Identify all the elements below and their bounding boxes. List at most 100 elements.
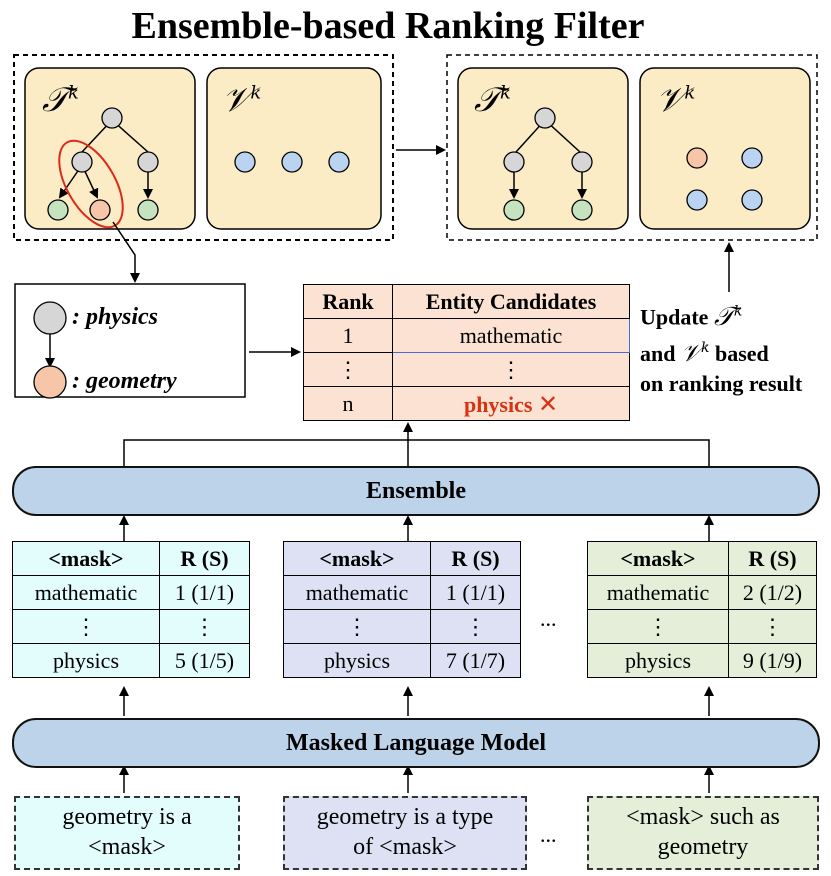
- vocab-node: [328, 151, 350, 173]
- entity-cell-rejected: physics ✕: [392, 386, 630, 421]
- score-cell: 5 (1/5): [159, 643, 250, 678]
- legend-physics-label: : physics: [72, 304, 158, 330]
- update-note: Update 𝒯k and 𝒱k based on ranking result: [640, 296, 830, 399]
- left-vocab-panel: [206, 67, 382, 230]
- right-vocab-label: 𝒱k: [656, 80, 696, 120]
- score-cell: ⋮: [430, 609, 521, 644]
- prompt-line: <mask>: [88, 834, 166, 860]
- vocab-node: [234, 151, 256, 173]
- token-cell: ⋮: [283, 609, 431, 644]
- token-cell: physics: [12, 643, 160, 678]
- vocab-node: [281, 151, 303, 173]
- prompt-line: geometry: [657, 834, 749, 860]
- right-frame: [446, 54, 818, 241]
- prompt-line: of <mask>: [353, 834, 457, 860]
- rank-table: Rank Entity Candidates 1 mathematic ⋮ ⋮ …: [303, 284, 630, 421]
- ensemble-branches: [123, 439, 710, 466]
- right-vocab-panel: [639, 67, 811, 230]
- right-taxonomy-panel: [457, 67, 629, 230]
- score-cell: ⋮: [728, 609, 817, 644]
- ellipsis-prompts: ...: [540, 822, 557, 847]
- token-cell: mathematic: [587, 575, 729, 610]
- update-vocab-symbol: 𝒱k: [680, 338, 710, 367]
- token-cell: mathematic: [283, 575, 431, 610]
- left-leaf-node: [47, 199, 69, 221]
- update-note-based: based: [714, 340, 769, 366]
- legend-orange-node: [33, 365, 67, 399]
- right-root-node: [534, 107, 556, 129]
- entity-header: Entity Candidates: [392, 284, 630, 319]
- prompt-box-1: geometry is a <mask>: [14, 796, 240, 870]
- vocab-node: [741, 189, 763, 211]
- entity-cell: mathematic: [392, 318, 630, 353]
- token-cell: physics: [283, 643, 431, 678]
- rank-cell: n: [303, 386, 393, 421]
- rs-header: R (S): [728, 541, 817, 576]
- entity-cell: ⋮: [392, 352, 630, 387]
- token-cell: physics: [587, 643, 729, 678]
- token-cell: mathematic: [12, 575, 160, 610]
- score-cell: 1 (1/1): [159, 575, 250, 610]
- right-taxonomy-label: 𝒯k: [474, 80, 511, 120]
- prompt-line: <mask> such as: [626, 804, 780, 830]
- update-taxonomy-symbol: 𝒯k: [713, 301, 743, 332]
- right-leaf-node: [571, 199, 593, 221]
- vocab-geometry-node: [686, 147, 708, 169]
- prompt-box-3: <mask> such as geometry: [587, 796, 819, 870]
- left-geometry-node: [89, 199, 111, 221]
- left-taxonomy-label: 𝒯k: [42, 80, 79, 120]
- mask-header: <mask>: [283, 541, 431, 576]
- left-frame: [13, 54, 394, 241]
- mask-header: <mask>: [587, 541, 729, 576]
- rank-header: Rank: [303, 284, 393, 319]
- prompt-line: geometry is a type: [316, 804, 494, 830]
- vocab-node: [741, 147, 763, 169]
- left-child-node: [137, 151, 159, 173]
- highlight-to-legend-arrow: [112, 221, 140, 283]
- mask-header: <mask>: [12, 541, 160, 576]
- token-cell: ⋮: [587, 609, 729, 644]
- left-leaf-node: [137, 199, 159, 221]
- token-cell: ⋮: [12, 609, 160, 644]
- table-row: ⋮ ⋮: [303, 352, 630, 387]
- left-physics-node: [71, 151, 93, 173]
- table-row: ⋮⋮: [283, 609, 521, 644]
- table-row: n physics ✕: [303, 386, 630, 421]
- update-note-line3: on ranking result: [640, 370, 803, 396]
- legend-geometry-label: : geometry: [72, 368, 177, 394]
- rejected-entity: physics: [463, 391, 533, 417]
- update-note-and: and: [640, 340, 676, 366]
- score-cell: 7 (1/7): [430, 643, 521, 678]
- reject-x-icon: ✕: [537, 389, 559, 418]
- vocab-node: [686, 189, 708, 211]
- mlm-band: Masked Language Model: [12, 718, 820, 768]
- ensemble-band: Ensemble: [12, 466, 820, 516]
- prompt-line: geometry is a: [62, 804, 192, 830]
- page-title: Ensemble-based Ranking Filter: [131, 5, 645, 47]
- score-cell: 1 (1/1): [430, 575, 521, 610]
- rank-cell: 1: [303, 318, 393, 353]
- table-row: 1 mathematic: [303, 318, 630, 353]
- rank-cell: ⋮: [303, 352, 393, 387]
- table-row: ⋮⋮: [587, 609, 817, 644]
- score-cell: 9 (1/9): [728, 643, 817, 678]
- ellipsis-tables: ...: [540, 606, 557, 631]
- rs-header: R (S): [430, 541, 521, 576]
- left-vocab-label: 𝒱k: [222, 80, 262, 120]
- right-physics-node: [503, 151, 525, 173]
- left-root-node: [101, 107, 123, 129]
- right-leaf-node: [503, 199, 525, 221]
- score-cell: ⋮: [159, 609, 250, 644]
- legend-gray-node: [33, 301, 67, 335]
- right-child-node: [571, 151, 593, 173]
